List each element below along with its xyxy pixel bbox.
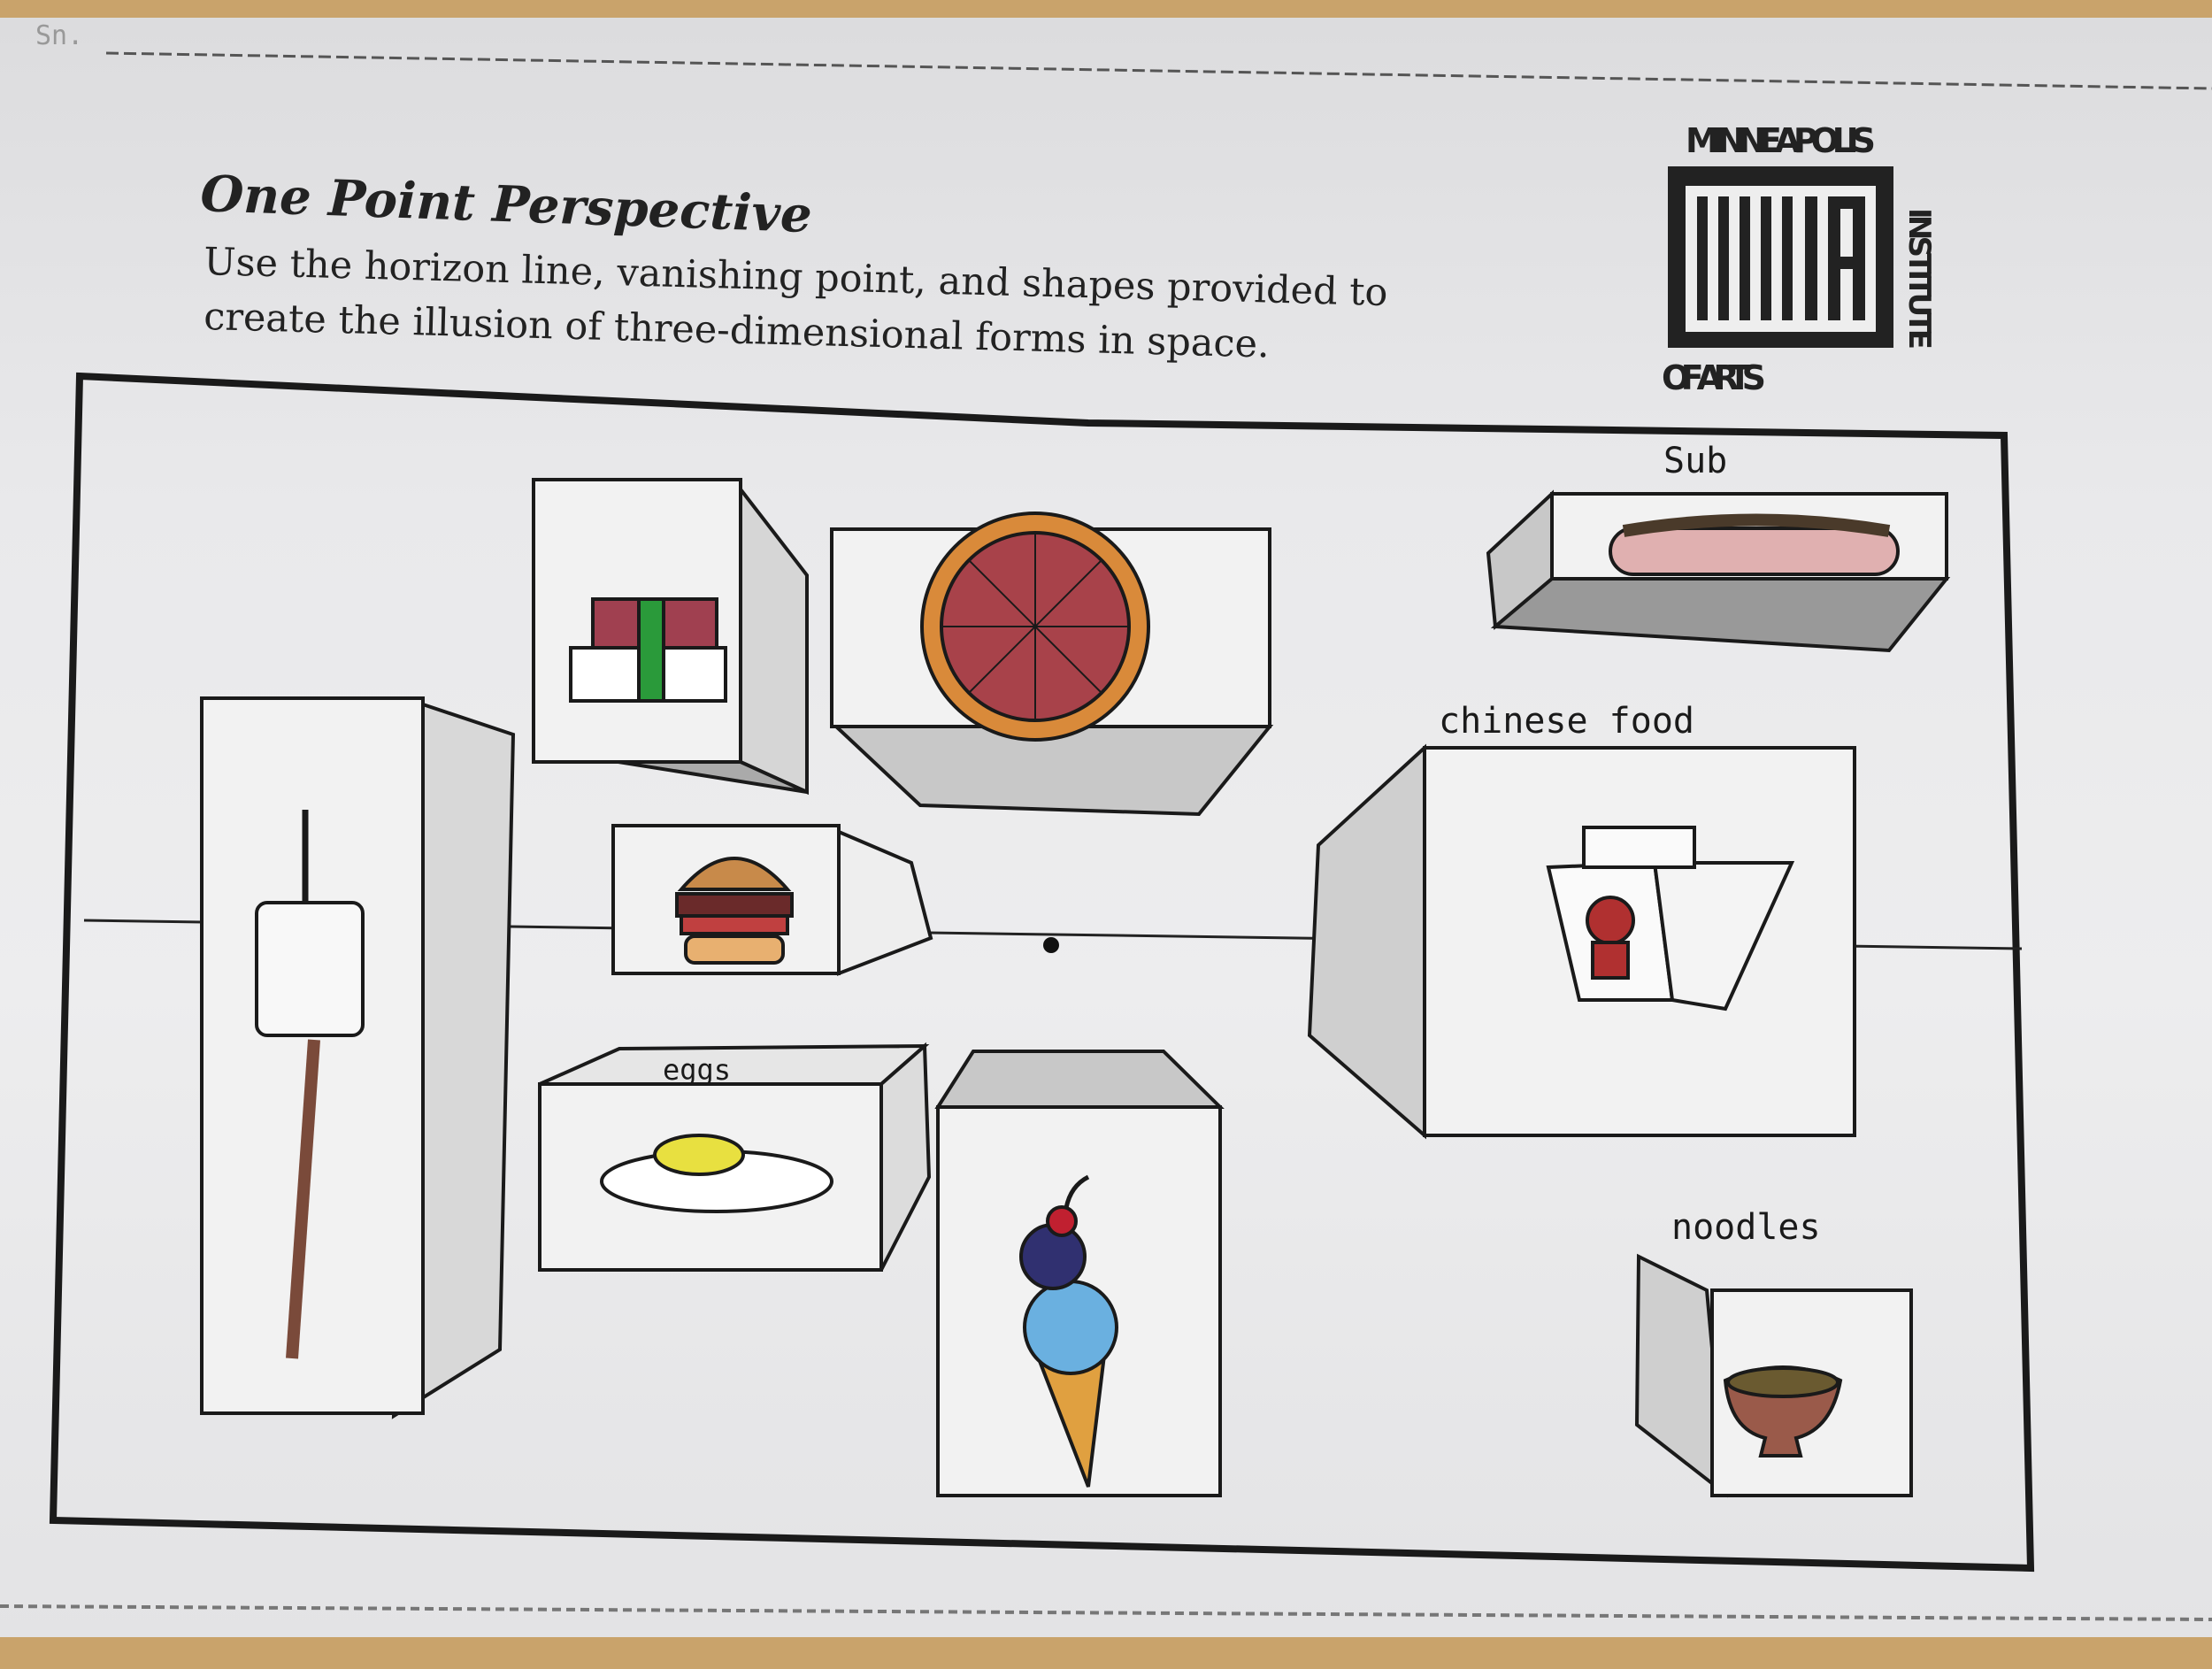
label-noodles: noodles [1671,1207,1821,1248]
drawing-frame [49,372,2035,1573]
eggs-box [538,1042,932,1272]
ice-cream-box [934,1050,1225,1497]
label-sub: Sub [1663,441,1727,481]
marshmallow-box [200,696,516,1419]
noodles-box [1634,1253,1913,1498]
logo-minneapolis: MINNEAPOLIS [1686,121,1876,160]
logo-institute: INSTITUTE [1901,208,1937,350]
pizza-box [830,511,1274,817]
label-chinese-food: chinese food [1439,701,1694,742]
dashed-cut-line [105,51,2212,90]
label-eggs: eggs [663,1053,731,1087]
chinese-food-box [1307,743,1856,1140]
corner-mark: Sn. [35,20,83,51]
vanishing-point [1043,937,1059,953]
burger-box [611,824,933,976]
bottom-cut-line [0,1604,2212,1621]
worksheet-title: One Point Perspective [200,165,813,244]
sub-box [1486,489,1951,653]
mia-logo: MINNEAPOLIS INSTITUTE OF ARTS [1662,121,1937,397]
logo-of-arts: OF ARTS [1662,358,1766,397]
gift-box [532,478,809,796]
